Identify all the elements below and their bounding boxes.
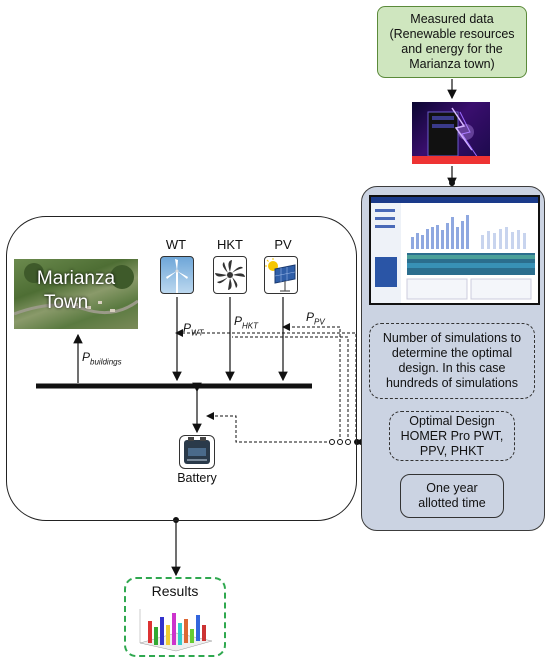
p-wt-main: P [183,321,192,335]
p-wt-label: PWT [183,321,203,337]
wt-label: WT [165,237,187,252]
town-image: Marianza Town [14,259,138,329]
p-hkt-label: PHKT [234,314,258,330]
dotted-feed-pv [282,323,341,442]
measured-data-line2: (Renewable resources [389,27,515,41]
p-pv-main: P [306,310,315,324]
simulations-line1: Number of simulations to [382,331,522,345]
simulations-box: Number of simulations to determine the o… [369,323,535,399]
simulations-line3: design. In this case [398,361,506,375]
hkt-label: HKT [217,237,243,252]
p-pv-label: PPV [306,310,325,326]
measured-data-line3: and energy for the [401,42,503,56]
p-hkt-main: P [234,314,243,328]
solar-panel-icon [264,256,298,294]
wind-turbine-icon [160,256,194,294]
town-label-line2: Town [43,292,89,313]
dotted-feed-hkt [232,336,349,442]
microgrid-frame [6,216,357,521]
simulations-line4: hundreds of simulations [385,376,518,390]
optimal-design-box: Optimal Design HOMER Pro PWT, PPV, PHKT [389,411,515,461]
p-buildings-sub: buildings [90,357,122,367]
hydrokinetic-turbine-icon [213,256,247,294]
results-box: Results [124,577,226,657]
battery-icon [179,435,215,469]
simulations-line2: determine the optimal [391,346,513,360]
results-3d-chart-icon [139,609,213,652]
time-line2: allotted time [418,496,486,510]
optimal-line3: PPV, PHKT [419,443,485,458]
allotted-time-box: One year allotted time [400,474,504,518]
p-hkt-sub: HKT [242,321,259,331]
results-label: Results [151,583,199,599]
optimal-line2: HOMER Pro PWT, [400,428,504,443]
p-wt-sub: WT [191,328,204,338]
pv-label: PV [274,237,292,252]
town-label: Marianza Town [14,267,138,315]
p-buildings-label: Pbuildings [82,350,122,366]
battery-label: Battery [177,471,217,485]
measured-data-box: Measured data (Renewable resources and e… [377,6,527,78]
dotted-feed-battery [206,412,332,443]
homer-screenshot [369,195,540,305]
time-line1: One year [426,481,478,495]
measured-data-line4: Marianza town) [409,57,495,71]
simulation-computer-image [412,102,490,164]
optimal-line1: Optimal Design [409,413,495,428]
junction-dot-top [449,180,455,186]
measured-data-line1: Measured data [410,12,494,26]
p-pv-sub: PV [314,317,325,327]
p-buildings-main: P [82,350,91,364]
town-label-line1: Marianza [36,268,116,289]
